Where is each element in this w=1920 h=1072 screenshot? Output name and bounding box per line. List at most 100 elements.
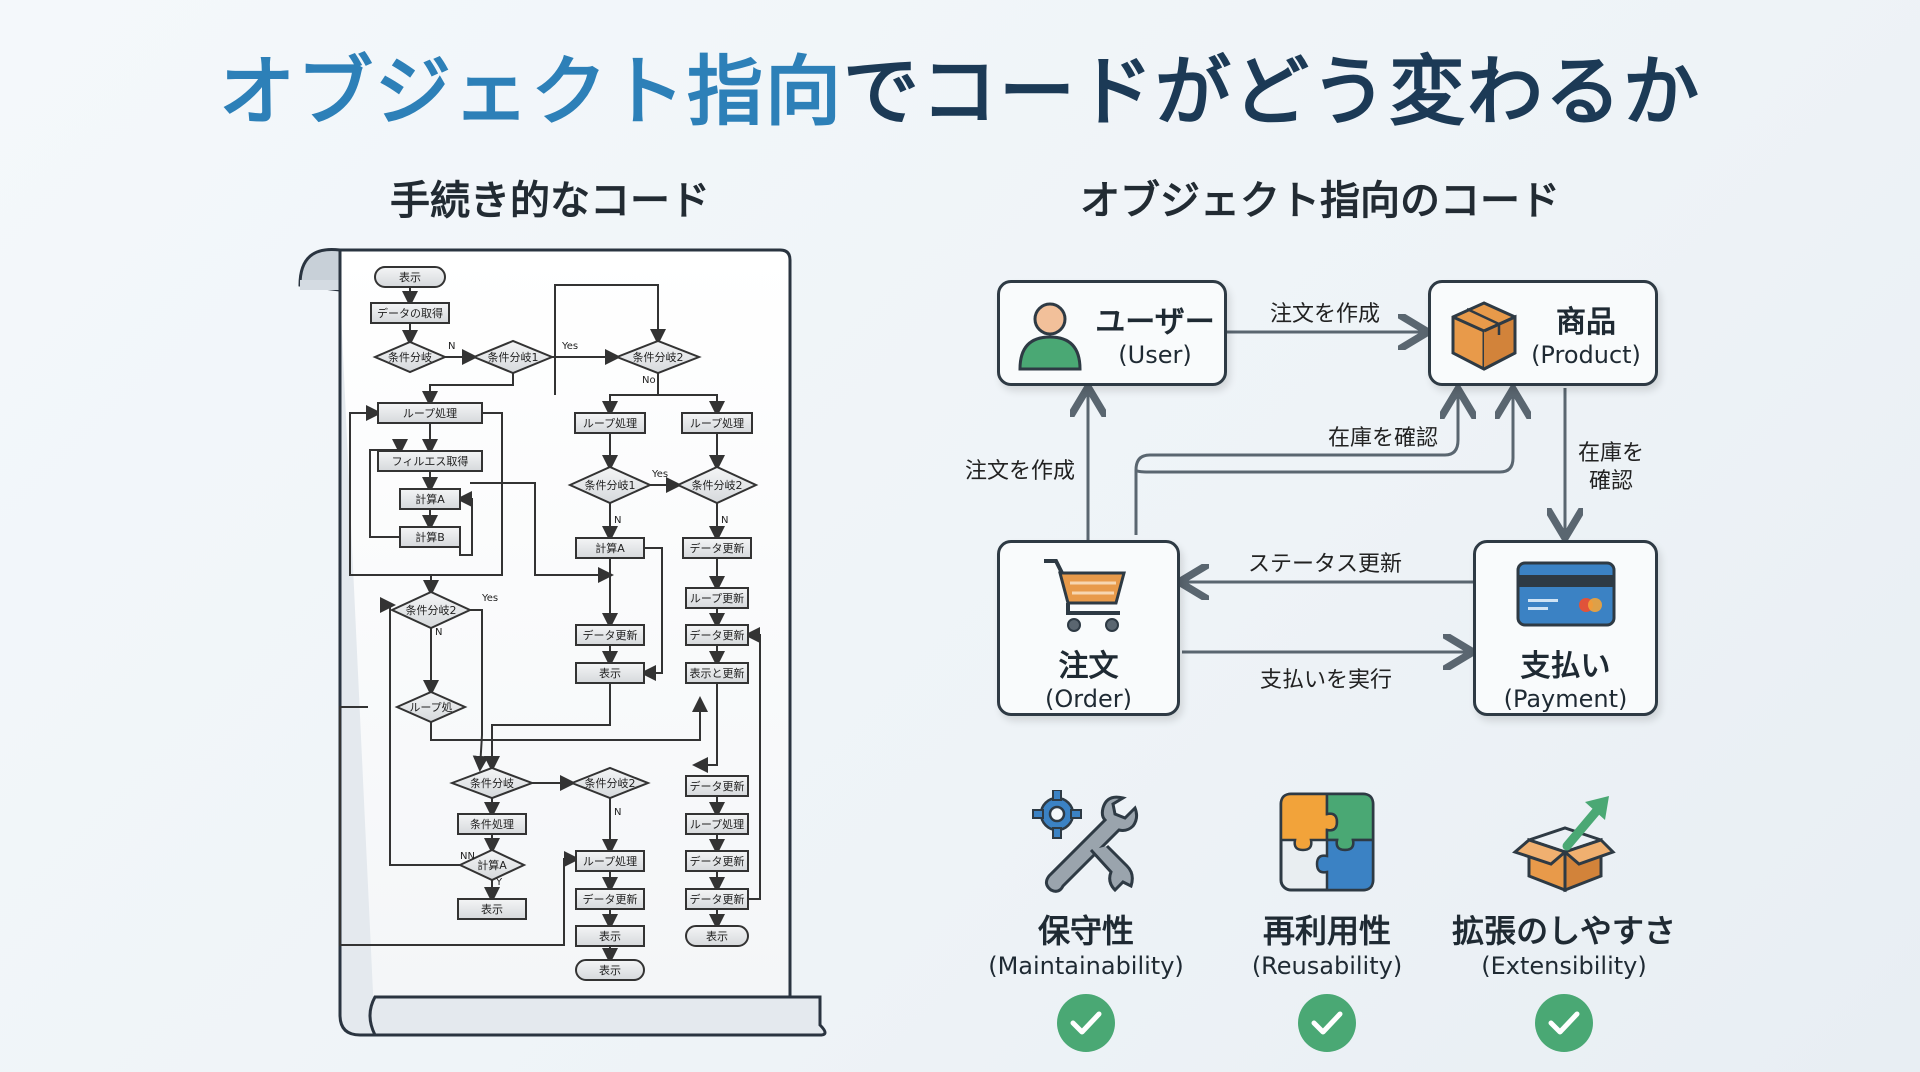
flowchart-node-label: ループ処理 — [583, 855, 637, 868]
label-order-to-payment: 支払いを実行 — [1260, 668, 1393, 693]
flowchart-node-terminal: 表示 — [575, 959, 645, 981]
flowchart-node-process: 計算B — [399, 526, 461, 548]
flowchart-node-label: 条件分岐2 — [406, 603, 457, 617]
flowchart-node-label: ループ処理 — [690, 818, 744, 831]
object-product: 商品 (Product) — [1428, 280, 1658, 386]
order-name: 注文 — [1058, 649, 1119, 684]
flowchart-node-label: ループ処 — [409, 701, 452, 714]
payment-name: 支払い — [1520, 649, 1611, 684]
flowchart-edge — [422, 373, 514, 407]
check-icon — [1535, 994, 1593, 1052]
flowchart-node-label: 表示と更新 — [690, 666, 745, 680]
flowchart-node-decision: 条件分岐2 — [569, 766, 651, 800]
puzzle-icon — [1279, 792, 1375, 892]
user-name: ユーザー — [1095, 305, 1215, 340]
user-en: (User) — [1118, 341, 1192, 369]
flowchart-node-label: データ更新 — [583, 628, 638, 642]
product-en: (Product) — [1531, 341, 1641, 369]
flowchart-node-decision: 条件分岐 — [372, 340, 448, 374]
flowchart-edge — [744, 627, 761, 900]
flowchart-node-process: ループ更新 — [685, 587, 749, 609]
scroll-paper — [298, 247, 827, 1037]
flowchart-edge — [456, 491, 473, 556]
label-order-to-user: 注文を作成 — [965, 459, 1076, 484]
flowchart-edge — [640, 547, 663, 681]
flowchart-node-label: 条件分岐2 — [585, 776, 636, 790]
flowchart-node-label: ループ処理 — [403, 407, 457, 420]
flowchart-edge — [658, 394, 725, 417]
flowchart-edge-label: Yes — [651, 469, 668, 480]
wrench-gear-icon — [1032, 789, 1139, 893]
flowchart-node-process: データ更新 — [575, 888, 645, 910]
title-rest: でコードがどう変わるか — [843, 47, 1701, 136]
flowchart-node-process: ループ処理 — [377, 402, 483, 424]
flowchart-node-label: 表示 — [399, 270, 421, 284]
flowchart-edge — [484, 683, 611, 772]
flowchart-node-label: 条件処理 — [470, 817, 514, 831]
flowchart-node-process: 表示と更新 — [685, 662, 749, 684]
label-user-to-product: 注文を作成 — [1270, 302, 1381, 327]
flowchart-node-process: データの取得 — [370, 302, 450, 324]
flowchart-node-label: 表示 — [599, 929, 621, 943]
flowchart-node-process: 計算A — [575, 537, 645, 559]
flowchart-node-process: ループ処理 — [685, 813, 749, 835]
flowchart-node-process: データ更新 — [685, 624, 749, 646]
benefit-name: 保守性 — [1037, 912, 1134, 950]
user-icon — [1018, 302, 1082, 371]
flowchart-edge — [602, 373, 659, 417]
flowchart-node-label: データの取得 — [377, 306, 443, 320]
flowchart-node-decision: 条件分岐1 — [471, 339, 555, 375]
flowchart-node-label: データ更新 — [690, 541, 745, 555]
check-icon — [1057, 994, 1115, 1052]
benefit-en: (Maintainability) — [988, 952, 1184, 980]
check-icon — [1298, 994, 1356, 1052]
payment-en: (Payment) — [1503, 685, 1628, 713]
flowchart-node-label: 条件分岐2 — [633, 350, 684, 364]
flowchart-node-label: 表示 — [599, 666, 621, 680]
flowchart-node-label: 条件分岐2 — [692, 478, 743, 492]
object-order: 注文 (Order) — [997, 540, 1180, 716]
flowchart-node-label: 表示 — [599, 963, 621, 977]
flowchart-edge — [380, 597, 460, 866]
flowchart-edge-label: Y — [495, 877, 503, 888]
order-en: (Order) — [1045, 685, 1132, 713]
benefit-en: (Reusability) — [1251, 952, 1403, 980]
flowchart-edge — [692, 683, 718, 773]
flowchart-node-label: 条件分岐1 — [585, 478, 636, 492]
flowchart-node-process: ループ処理 — [574, 412, 646, 434]
flowchart-edge-label: Yes — [561, 341, 578, 352]
flowchart-node-decision: 条件分岐 — [449, 766, 535, 800]
flowchart-edge-label: N — [721, 515, 728, 526]
label-product-to-payment: 在庫を確認 — [1578, 441, 1645, 494]
flowchart-node-process: ループ処理 — [681, 412, 753, 434]
flowchart-node-process: 表示 — [575, 925, 645, 947]
box-arrow-icon — [1512, 796, 1616, 893]
flowchart-node-label: 計算B — [415, 530, 445, 544]
object-payment: 支払い (Payment) — [1473, 540, 1658, 716]
flowchart-node-label: データ更新 — [690, 854, 745, 868]
flowchart-node-decision: 条件分岐2 — [675, 465, 759, 505]
flowchart-node-label: データ更新 — [690, 779, 745, 793]
flowchart-node-decision: 計算A — [457, 848, 527, 882]
flowchart-node-label: 条件分岐 — [470, 776, 514, 790]
flowchart-node-label: 条件分岐 — [388, 350, 432, 364]
flowchart-node-label: 条件分岐1 — [488, 350, 539, 364]
flowchart-node-process: 表示 — [457, 898, 527, 920]
flowchart-node-process: データ更新 — [685, 888, 749, 910]
flowchart-edge — [339, 706, 580, 946]
flowchart-node-label: ループ更新 — [690, 591, 744, 605]
flowchart-node-label: データ更新 — [690, 892, 745, 906]
benefit-name: 拡張のしやすさ — [1452, 912, 1676, 950]
label-payment-to-order: ステータス更新 — [1248, 552, 1403, 577]
flowchart-node-label: 計算A — [415, 492, 445, 506]
flowchart-node-label: フィルエス取得 — [392, 455, 469, 468]
flowchart-node-label: 計算A — [595, 541, 625, 555]
flowchart-node-terminal: 表示 — [685, 925, 749, 947]
product-name: 商品 — [1556, 305, 1616, 340]
flowchart-edge-label: NN — [460, 851, 475, 862]
flowchart-node-process: 表示 — [575, 662, 645, 684]
